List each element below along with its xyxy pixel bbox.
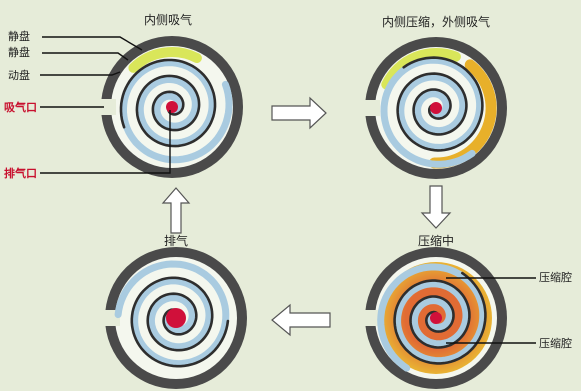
label-suction-port: 吸气口 <box>4 100 37 114</box>
label-compression-chamber-2: 压缩腔 <box>539 336 572 350</box>
stage-title-compress-intake: 内侧压缩，外侧吸气 <box>382 14 490 29</box>
scroll-unit-discharge <box>100 247 247 389</box>
discharge-center <box>430 102 442 114</box>
label-compression-chamber-1: 压缩腔 <box>539 270 572 284</box>
down-arrow-icon <box>422 186 450 228</box>
discharge-center <box>166 101 178 113</box>
right-arrow-icon <box>272 98 326 128</box>
label-static-plate-2: 静盘 <box>8 45 30 59</box>
discharge-center <box>166 308 186 328</box>
label-moving-plate: 动盘 <box>8 68 30 82</box>
stage-title-intake: 内侧吸气 <box>144 12 192 27</box>
scroll-unit-compressing <box>360 247 507 389</box>
label-static-plate-1: 静盘 <box>8 29 30 43</box>
suction-notch <box>360 310 380 326</box>
discharge-center <box>430 312 442 324</box>
stage-title-discharge: 排气 <box>164 233 188 248</box>
up-arrow-icon <box>163 188 189 233</box>
scroll-unit-compress-intake <box>360 37 507 179</box>
suction-notch <box>360 100 380 116</box>
label-discharge-port: 排气口 <box>4 166 37 180</box>
left-arrow-icon <box>272 305 330 335</box>
stage-title-compressing: 压缩中 <box>418 233 454 248</box>
